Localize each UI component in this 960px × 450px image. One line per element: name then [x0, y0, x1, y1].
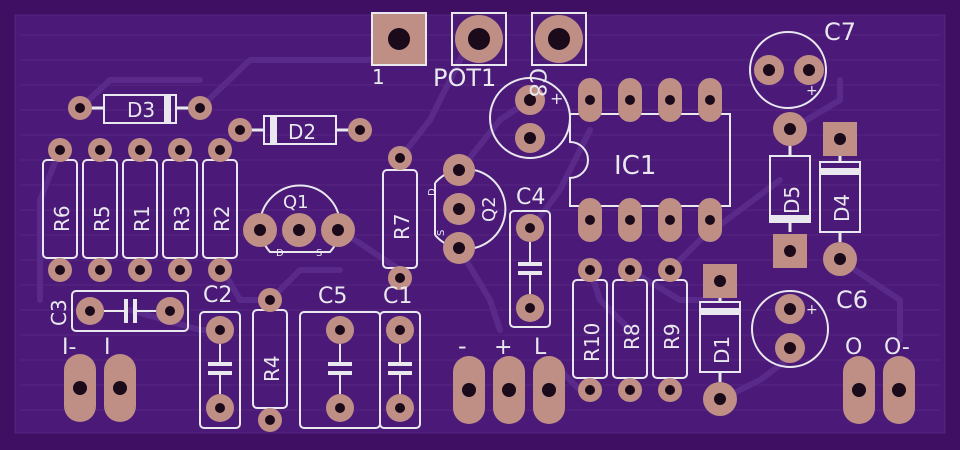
q2-label: Q2	[479, 196, 500, 222]
output-connector: O O-	[843, 335, 915, 424]
d2: D2	[228, 115, 372, 145]
d5-label: D5	[780, 186, 804, 214]
r6: R6	[42, 138, 78, 282]
r10-label: R10	[580, 323, 604, 362]
q2-source-mark: S	[436, 230, 447, 236]
pot1-hole-2	[468, 28, 490, 50]
c1: C1	[379, 284, 421, 429]
d1-label: D1	[710, 336, 734, 364]
pot1: 1 POT1	[371, 12, 587, 92]
d4: D4	[819, 122, 861, 276]
r8-label: R8	[620, 323, 644, 350]
c1-outline	[379, 311, 421, 429]
r7: R7	[382, 146, 418, 290]
c7-outline	[749, 31, 827, 109]
ic1: IC1	[569, 78, 731, 242]
pot1-pin-label: 1	[372, 65, 385, 89]
r9: R9	[652, 258, 688, 402]
copper-fill	[20, 34, 940, 411]
c3: C3	[47, 290, 189, 332]
c8: + C8	[489, 68, 571, 159]
power-connector: - + L	[453, 332, 565, 424]
c7: + C7	[749, 18, 856, 109]
c2-label: C2	[203, 283, 232, 308]
c8-label: C8	[524, 68, 549, 97]
r5: R5	[82, 138, 118, 282]
input-label: I	[104, 335, 111, 360]
r6-label: R6	[50, 205, 74, 232]
r4-label: R4	[260, 355, 284, 382]
r10: R10	[572, 258, 608, 402]
d2-band	[270, 116, 277, 144]
c4-label: C4	[516, 185, 545, 210]
d5-band	[770, 215, 810, 222]
r3: R3	[162, 138, 198, 282]
c6: + C6	[751, 286, 868, 368]
pwr-minus-label: -	[458, 332, 467, 360]
q2: D S Q2	[427, 154, 507, 264]
c1-label: C1	[383, 284, 412, 309]
c4-outline	[509, 210, 551, 328]
d3-body	[103, 94, 177, 124]
input-minus-label: I-	[62, 335, 76, 360]
r8: R8	[612, 258, 648, 402]
pot1-label: POT1	[433, 64, 496, 92]
c2: C2	[199, 283, 241, 429]
output-label: O	[845, 335, 862, 360]
ic1-outline	[569, 113, 731, 207]
d1-band	[700, 308, 740, 315]
r3-label: R3	[170, 205, 194, 232]
d2-label: D2	[288, 120, 316, 144]
q1: Q1 D S	[243, 184, 355, 259]
q2-drain-mark: D	[427, 188, 438, 196]
q1-label: Q1	[283, 192, 309, 213]
c7-label: C7	[824, 18, 856, 46]
r1: R1	[122, 138, 158, 282]
pot1-outline-2	[451, 12, 507, 66]
d1: D1	[699, 264, 741, 416]
d4-band	[820, 168, 860, 175]
c4: C4	[509, 185, 551, 328]
c6-outline	[751, 290, 829, 368]
d3: D3	[68, 94, 212, 124]
pwr-plus-label: +	[494, 335, 512, 360]
c6-plus-mark: +	[806, 302, 818, 318]
c2-outline	[199, 311, 241, 429]
r7-label: R7	[390, 213, 414, 240]
pot1-hole-1	[388, 28, 410, 50]
r1-label: R1	[130, 205, 154, 232]
output-minus-label: O-	[884, 335, 910, 360]
r2-label: R2	[210, 205, 234, 232]
pot1-outline-3	[531, 12, 587, 66]
d2-body	[263, 115, 337, 145]
c3-label: C3	[47, 299, 71, 326]
c6-label: C6	[836, 286, 868, 314]
d3-label: D3	[127, 98, 155, 122]
d4-label: D4	[830, 194, 854, 222]
r5-label: R5	[90, 205, 114, 232]
c7-plus-mark: +	[806, 83, 818, 99]
c5-label: C5	[318, 284, 347, 309]
r9-label: R9	[660, 323, 684, 350]
resistor-bank: R6 R5 R1 R3 R2	[42, 138, 238, 282]
ic1-label: IC1	[614, 151, 656, 181]
d5: D5	[769, 112, 811, 268]
led-label: L	[534, 335, 547, 360]
r4: R4	[252, 288, 288, 432]
d3-band	[164, 95, 171, 123]
c3-outline	[71, 290, 189, 332]
q1-source-mark: S	[316, 248, 322, 259]
output-resistors: R10 R8 R9	[572, 258, 688, 402]
q1-drain-mark: D	[276, 248, 284, 259]
r2: R2	[202, 138, 238, 282]
pot1-hole-3	[548, 28, 570, 50]
input-connector: I- I	[62, 335, 136, 422]
c8-plus-mark: +	[550, 89, 563, 108]
